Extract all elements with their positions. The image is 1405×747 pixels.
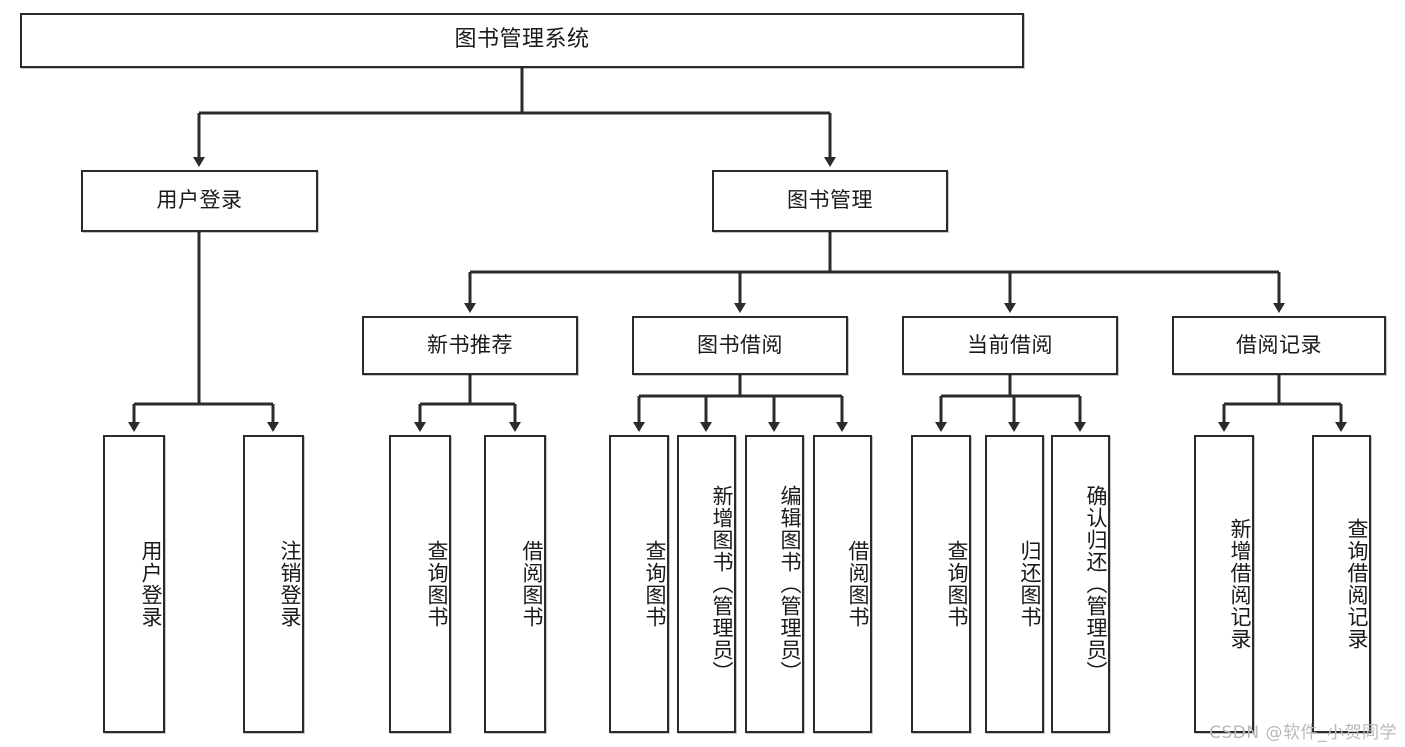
node-user-login-label: 用户登录	[156, 188, 243, 213]
leaf-borrow-book-rec[interactable]: 借阅图书	[484, 435, 546, 733]
leaf-return-book[interactable]: 归还图书	[985, 435, 1044, 733]
leaf-query-book-current-label: 查询图书	[945, 540, 969, 628]
node-book-management-label: 图书管理	[787, 188, 873, 213]
leaf-add-book-admin-label: 新增图书（管理员）	[710, 485, 734, 683]
node-user-login[interactable]: 用户登录	[81, 170, 318, 232]
node-current-borrow[interactable]: 当前借阅	[902, 316, 1118, 375]
leaf-add-borrow-record[interactable]: 新增借阅记录	[1194, 435, 1254, 733]
leaf-user-login[interactable]: 用户登录	[103, 435, 165, 733]
node-new-book-recommend[interactable]: 新书推荐	[362, 316, 578, 375]
leaf-add-borrow-record-label: 新增借阅记录	[1228, 518, 1252, 650]
node-book-borrow[interactable]: 图书借阅	[632, 316, 848, 375]
leaf-return-book-label: 归还图书	[1018, 540, 1042, 628]
leaf-borrow-book[interactable]: 借阅图书	[813, 435, 872, 733]
leaf-add-book-admin[interactable]: 新增图书（管理员）	[677, 435, 736, 733]
leaf-query-borrow-record[interactable]: 查询借阅记录	[1312, 435, 1371, 733]
node-current-borrow-label: 当前借阅	[967, 332, 1053, 357]
leaf-edit-book-admin[interactable]: 编辑图书（管理员）	[745, 435, 804, 733]
leaf-borrow-book-rec-label: 借阅图书	[520, 540, 544, 628]
leaf-query-book-rec[interactable]: 查询图书	[389, 435, 451, 733]
leaf-query-book-current[interactable]: 查询图书	[911, 435, 971, 733]
node-root-label: 图书管理系统	[454, 27, 590, 53]
node-book-management[interactable]: 图书管理	[712, 170, 948, 232]
leaf-confirm-return-admin[interactable]: 确认归还（管理员）	[1051, 435, 1110, 733]
leaf-logout-login[interactable]: 注销登录	[243, 435, 304, 733]
leaf-user-login-label: 用户登录	[139, 540, 163, 628]
node-book-borrow-label: 图书借阅	[697, 332, 783, 357]
leaf-query-book-borrow-label: 查询图书	[643, 540, 667, 628]
leaf-borrow-book-label: 借阅图书	[846, 540, 870, 628]
node-borrow-record[interactable]: 借阅记录	[1172, 316, 1386, 375]
leaf-query-borrow-record-label: 查询借阅记录	[1345, 518, 1369, 650]
leaf-edit-book-admin-label: 编辑图书（管理员）	[778, 485, 802, 683]
leaf-logout-login-label: 注销登录	[278, 540, 302, 628]
node-root[interactable]: 图书管理系统	[20, 13, 1024, 68]
node-new-book-recommend-label: 新书推荐	[427, 332, 513, 357]
leaf-query-book-borrow[interactable]: 查询图书	[609, 435, 669, 733]
node-borrow-record-label: 借阅记录	[1236, 332, 1322, 357]
leaf-query-book-rec-label: 查询图书	[425, 540, 449, 628]
leaf-confirm-return-admin-label: 确认归还（管理员）	[1084, 485, 1108, 683]
watermark: CSDN @软件_小贺同学	[1209, 723, 1397, 743]
